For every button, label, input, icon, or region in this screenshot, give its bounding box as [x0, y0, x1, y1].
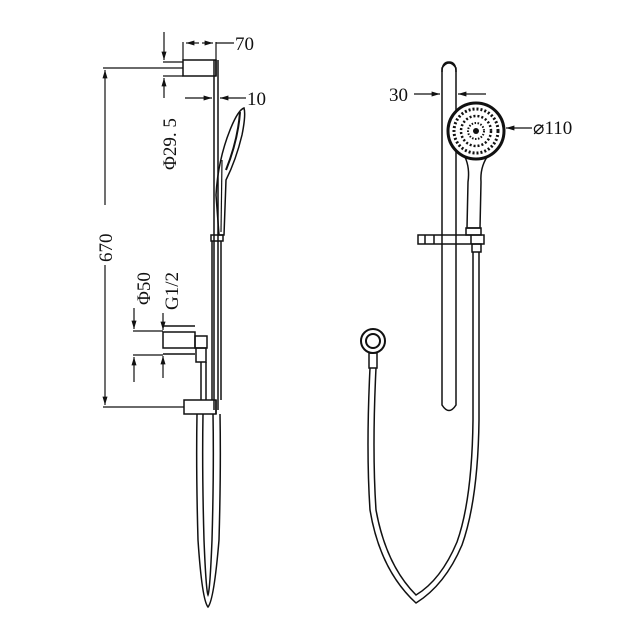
dim-width-top: 70: [235, 34, 254, 55]
front-view: 30 ⌀110: [360, 61, 572, 604]
slider-bracket: [417, 234, 485, 245]
dim-thread: G1/2: [162, 272, 183, 310]
handshower-side: [215, 107, 246, 236]
dim-head-diameter: ⌀110: [533, 118, 572, 139]
elbow: [162, 331, 196, 349]
dim-height: 670: [96, 234, 117, 263]
wall-outlet: [360, 328, 386, 354]
dim-elbow-diameter: Φ50: [134, 272, 155, 305]
bottom-bracket: [183, 399, 217, 415]
top-bracket: [182, 59, 217, 77]
handshower-handle: [464, 156, 488, 229]
side-view: 70 Φ29. 5 10 670 Φ50 G1/2: [96, 32, 266, 609]
dim-rail-diameter: Φ29. 5: [160, 118, 181, 170]
dim-head-offset: 10: [247, 89, 266, 110]
rail-front: [441, 62, 457, 412]
hose-side: [195, 413, 222, 609]
dim-rail-width: 30: [389, 85, 408, 106]
hose-front: [367, 367, 480, 604]
